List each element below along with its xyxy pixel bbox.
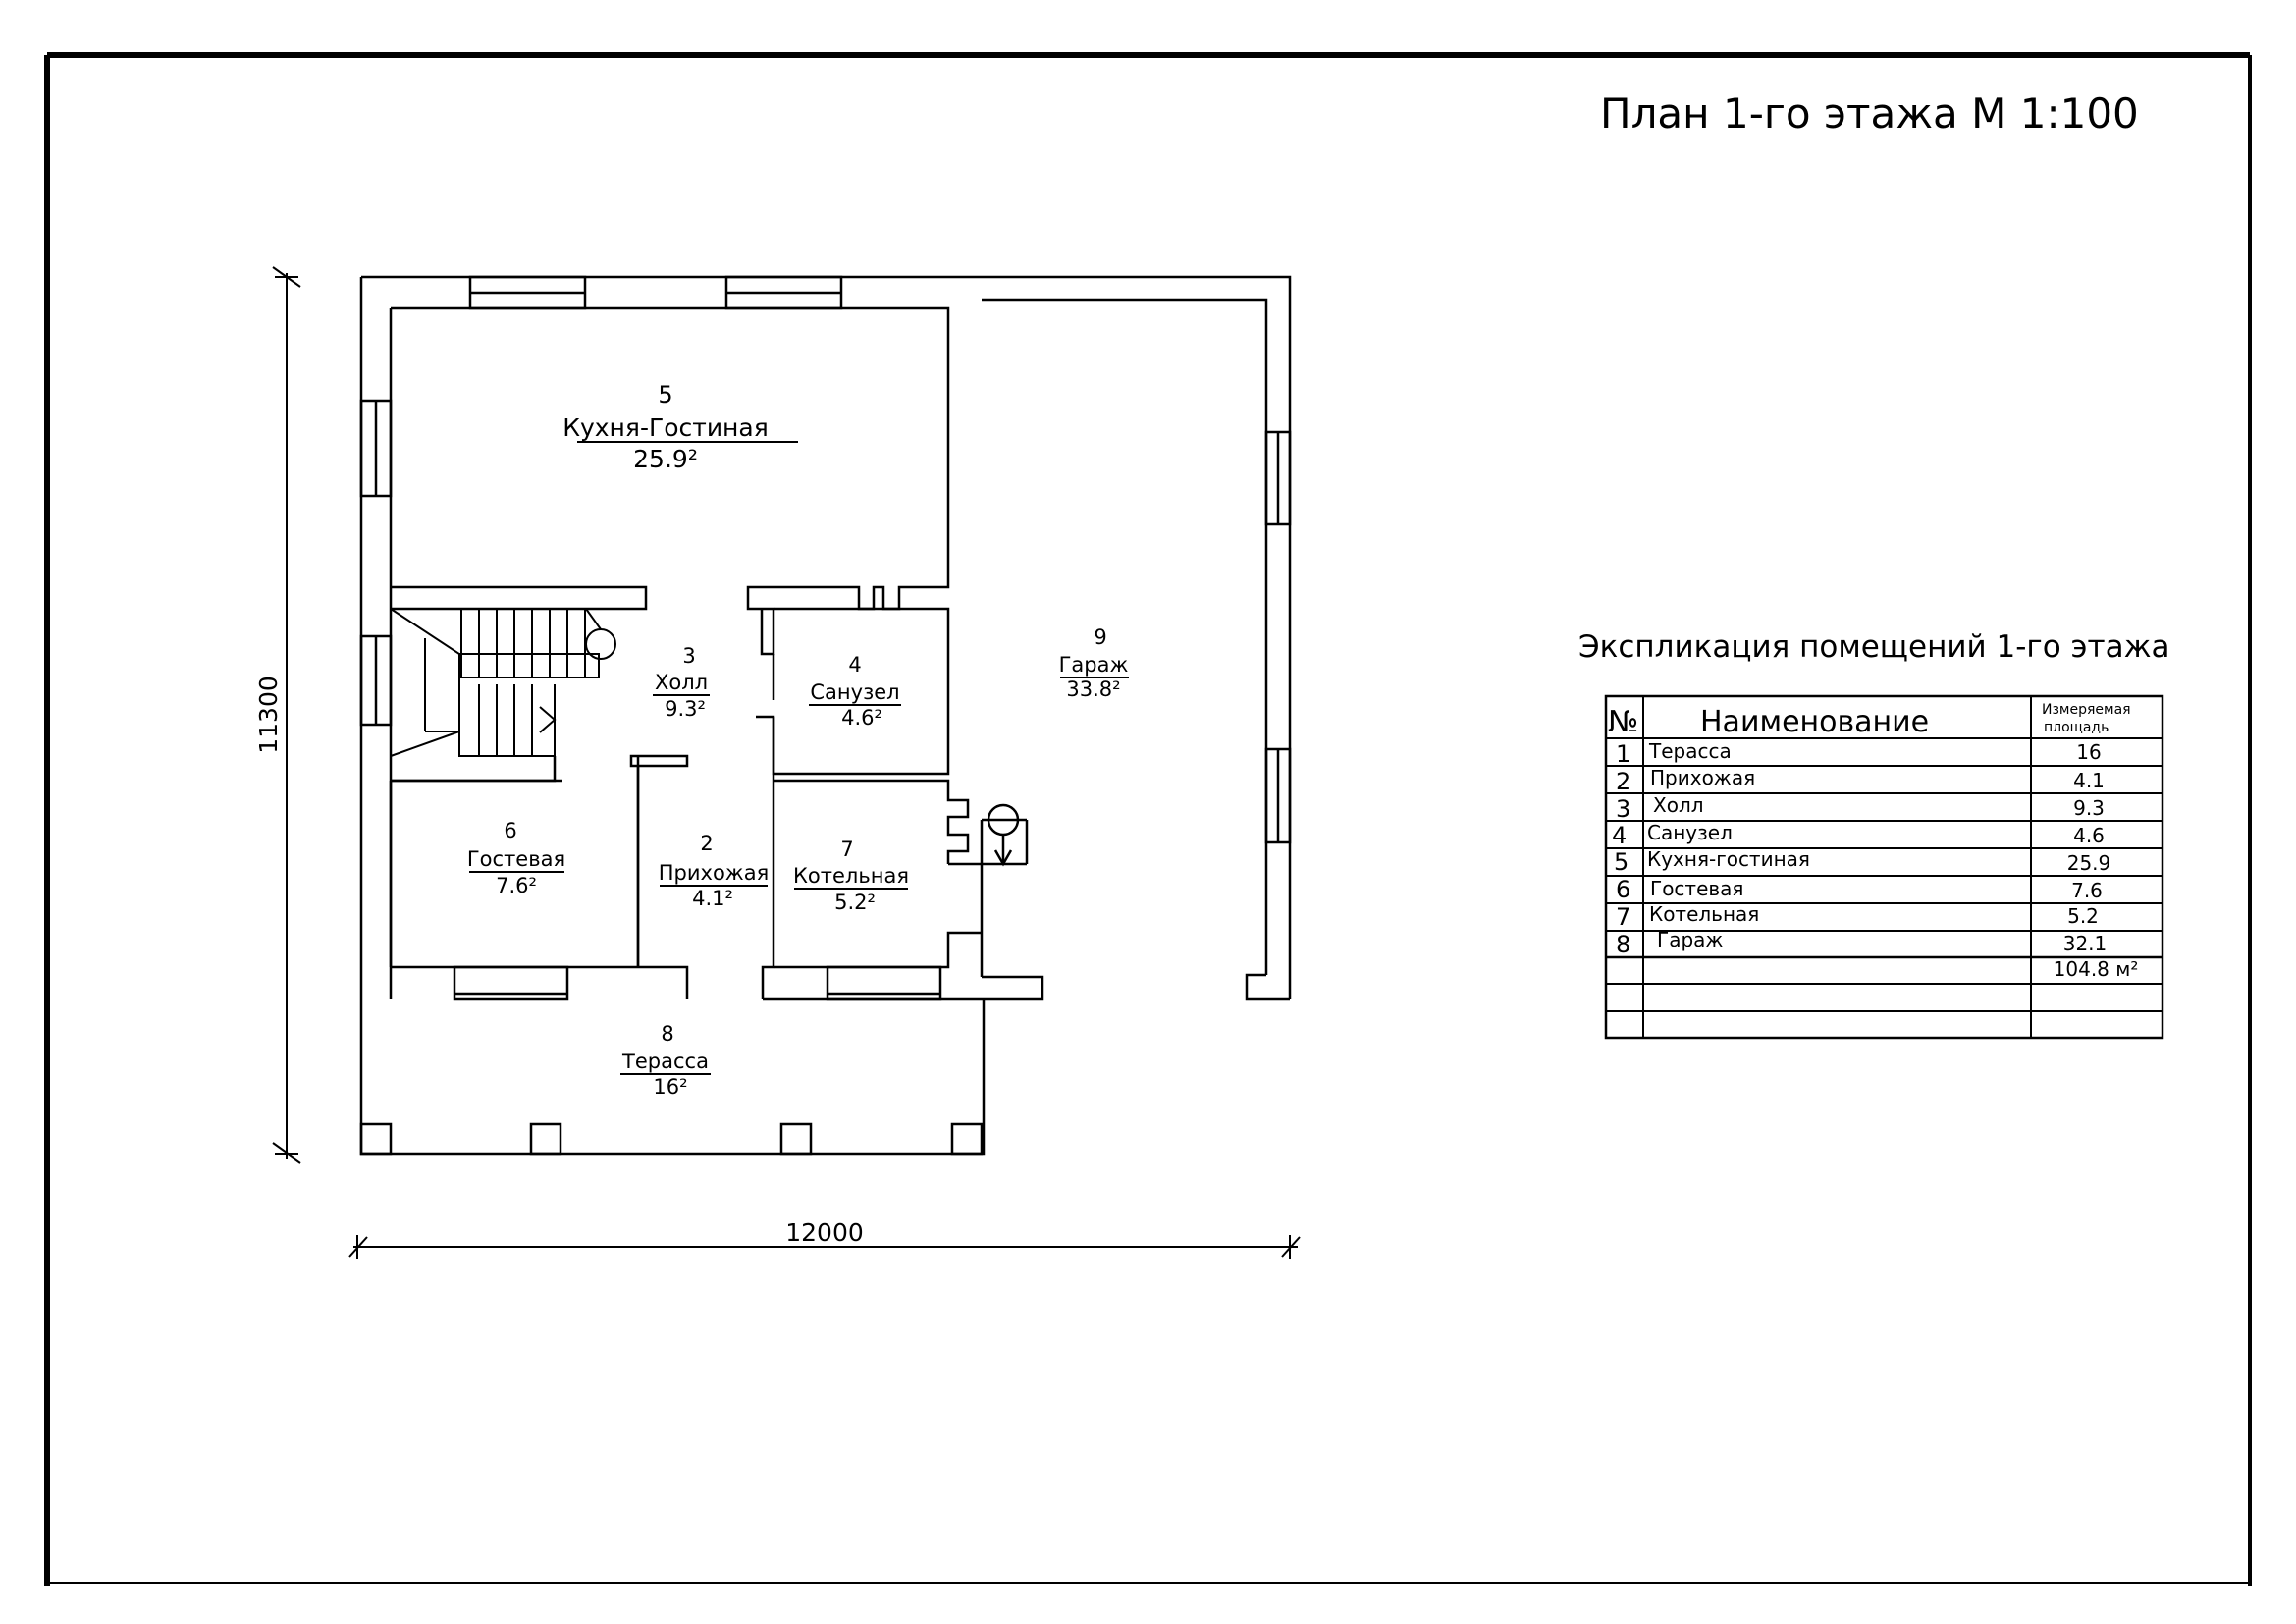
table-row: 2 Прихожая 4.1 — [1616, 766, 2105, 795]
svg-text:4: 4 — [848, 653, 861, 677]
svg-text:3: 3 — [1616, 795, 1630, 823]
svg-text:2: 2 — [700, 832, 713, 855]
svg-text:16: 16 — [2076, 740, 2101, 764]
wall-guest-bottom — [638, 965, 689, 999]
table-row: 7 Котельная 5.2 — [1616, 902, 2099, 931]
svg-text:Прихожая: Прихожая — [1650, 766, 1755, 789]
svg-text:Санузел: Санузел — [1647, 821, 1733, 844]
svg-text:8: 8 — [661, 1022, 673, 1046]
svg-text:4.1²: 4.1² — [692, 887, 733, 910]
dimension-height — [272, 266, 301, 1164]
table-row: 5 Кухня-гостиная 25.9 — [1614, 847, 2110, 876]
svg-text:9.3: 9.3 — [2073, 796, 2105, 820]
wall-kitchen-hall — [391, 585, 648, 611]
dimension-width — [348, 1235, 1301, 1259]
stairs — [390, 608, 616, 782]
sheet-title: План 1-го этажа М 1:100 — [1600, 89, 2139, 137]
svg-text:Гараж: Гараж — [1657, 928, 1723, 951]
svg-text:Кухня-Гостиная: Кухня-Гостиная — [562, 413, 769, 442]
svg-text:Котельная: Котельная — [1649, 902, 1759, 926]
room-label-kitchen: 5 Кухня-Гостиная 25.9² — [562, 381, 798, 473]
svg-text:Прихожая: Прихожая — [659, 861, 769, 885]
room-label-boiler: 7 Котельная 5.2² — [793, 838, 909, 914]
wall-kitchen — [391, 306, 950, 656]
garage-door-post — [1245, 973, 1290, 1001]
svg-text:4.6²: 4.6² — [841, 706, 882, 730]
svg-text:Кухня-гостиная: Кухня-гостиная — [1647, 847, 1810, 871]
room-label-bathroom: 4 Санузел 4.6² — [809, 653, 901, 730]
svg-text:5: 5 — [1614, 848, 1629, 876]
floor-plan — [359, 275, 1292, 1156]
svg-text:8: 8 — [1616, 931, 1630, 958]
svg-text:2: 2 — [1616, 768, 1630, 795]
svg-text:4: 4 — [1612, 822, 1627, 849]
wall-guest-box — [389, 756, 557, 967]
svg-text:5: 5 — [658, 381, 672, 408]
svg-text:Холл: Холл — [655, 671, 708, 694]
table-row: 8 Гараж 32.1 — [1616, 928, 2107, 958]
outer-wall-outer-line — [359, 275, 1292, 1156]
room-labels: 5 Кухня-Гостиная 25.9² 3 Холл 9.3² 4 Сан… — [467, 381, 1129, 1099]
svg-text:4.6: 4.6 — [2073, 824, 2105, 847]
svg-text:16²: 16² — [653, 1075, 687, 1099]
svg-text:Гараж: Гараж — [1059, 653, 1129, 677]
svg-text:6: 6 — [504, 819, 516, 842]
room-label-guest: 6 Гостевая 7.6² — [467, 819, 565, 897]
header-area-line2: площадь — [2044, 720, 2109, 735]
table-row: 4 Санузел 4.6 — [1612, 821, 2105, 849]
svg-text:7.6: 7.6 — [2071, 879, 2103, 902]
explication-rows: 1 Терасса 16 2 Прихожая 4.1 3 Холл 9.3 4… — [1612, 739, 2138, 981]
terrace-pillar — [779, 1122, 813, 1156]
svg-text:1: 1 — [1616, 740, 1630, 768]
explication-title: Экспликация помещений 1-го этажа — [1578, 629, 2170, 665]
header-area-line1: Измеряемая — [2042, 702, 2131, 718]
svg-text:Терасса: Терасса — [1648, 739, 1732, 763]
svg-text:Терасса: Терасса — [621, 1050, 709, 1073]
svg-text:7.6²: 7.6² — [496, 874, 537, 897]
header-num: № — [1608, 705, 1638, 739]
svg-text:6: 6 — [1616, 876, 1630, 903]
room-label-terrace: 8 Терасса 16² — [620, 1022, 711, 1099]
wall-boiler-bottom — [763, 975, 1044, 1001]
svg-text:Холл: Холл — [1653, 793, 1704, 817]
svg-text:Гостевая: Гостевая — [1650, 877, 1743, 900]
explication-table — [1604, 694, 2164, 1040]
stair-post-icon — [585, 628, 616, 660]
svg-text:25.9²: 25.9² — [633, 445, 698, 473]
dimension-width-label: 12000 — [785, 1218, 864, 1247]
explication-header: № Наименование Измеряемая площадь — [1608, 702, 2131, 739]
svg-text:4.1: 4.1 — [2073, 769, 2105, 792]
dimension-height-label: 11300 — [254, 676, 283, 754]
svg-text:3: 3 — [682, 644, 695, 668]
terrace-pillar — [359, 1122, 393, 1156]
sheet-frame — [44, 52, 2252, 1586]
wall-boiler — [774, 779, 982, 969]
wall-prihozhaya-right — [756, 715, 775, 999]
svg-text:Гостевая: Гостевая — [467, 847, 565, 871]
svg-text:Котельная: Котельная — [793, 864, 909, 888]
svg-text:5.2: 5.2 — [2067, 904, 2099, 928]
room-label-hall: 3 Холл 9.3² — [653, 644, 710, 721]
svg-text:7: 7 — [1616, 903, 1630, 931]
table-row: 6 Гостевая 7.6 — [1616, 876, 2103, 903]
svg-text:25.9: 25.9 — [2067, 851, 2111, 875]
svg-text:7: 7 — [840, 838, 853, 861]
svg-text:33.8²: 33.8² — [1066, 677, 1120, 701]
terrace-pillar — [529, 1122, 562, 1156]
table-row: 3 Холл 9.3 — [1616, 793, 2105, 823]
table-row: 1 Терасса 16 — [1616, 739, 2102, 768]
svg-text:5.2²: 5.2² — [834, 891, 876, 914]
wall-guest-right — [629, 754, 689, 967]
terrace-pillar — [950, 1122, 984, 1156]
header-name: Наименование — [1700, 705, 1929, 739]
svg-text:9.3²: 9.3² — [665, 697, 706, 721]
svg-text:Санузел: Санузел — [810, 680, 899, 704]
svg-text:32.1: 32.1 — [2063, 932, 2108, 955]
room-label-garage: 9 Гараж 33.8² — [1059, 625, 1129, 701]
svg-text:9: 9 — [1094, 625, 1106, 649]
table-total: 104.8 м² — [2054, 957, 2139, 981]
room-label-prihozhaya: 2 Прихожая 4.1² — [659, 832, 769, 910]
